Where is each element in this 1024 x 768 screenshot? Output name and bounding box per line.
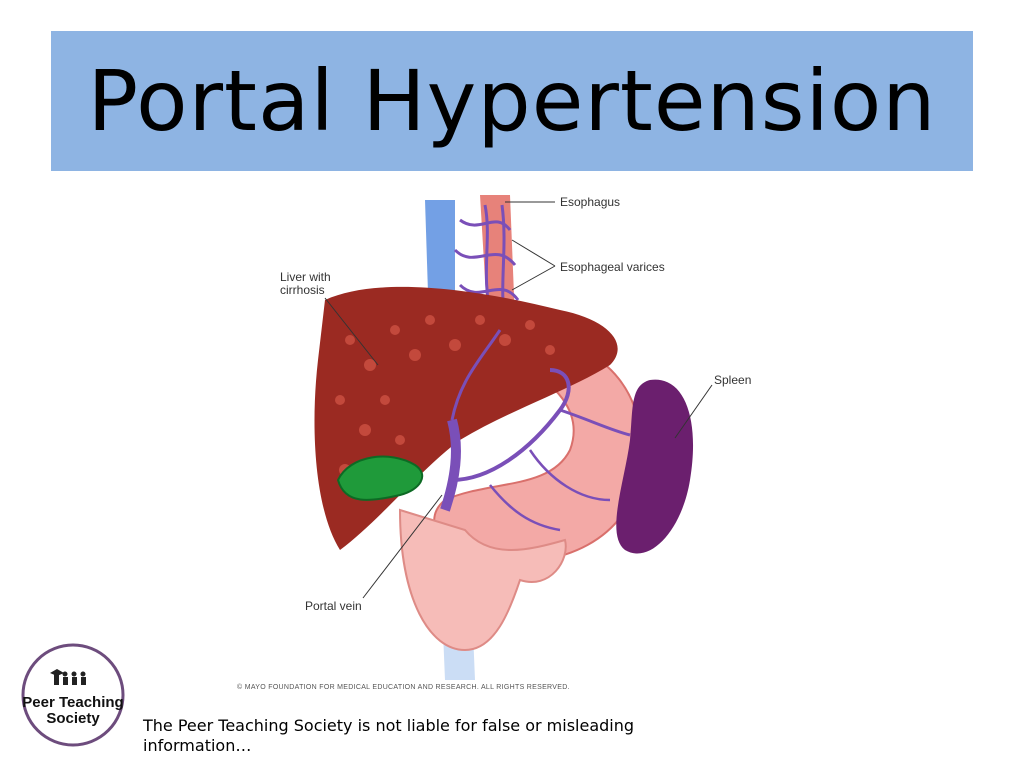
logo-text-line1: Peer Teaching	[22, 694, 123, 711]
label-liver-line2: cirrhosis	[280, 283, 325, 297]
label-spleen: Spleen	[714, 373, 751, 387]
spleen-organ	[616, 379, 694, 554]
disclaimer-text: The Peer Teaching Society is not liable …	[143, 716, 635, 755]
leader-lines	[324, 201, 713, 599]
label-liver-line1: Liver with	[280, 270, 331, 284]
logo-text-line2: Society	[46, 710, 100, 727]
label-esophagus: Esophagus	[560, 195, 620, 209]
portal-hypertension-diagram: Esophagus Esophageal varices Liver with …	[237, 195, 751, 691]
copyright-notice: © MAYO FOUNDATION FOR MEDICAL EDUCATION …	[237, 683, 570, 691]
intestine	[398, 508, 567, 652]
liver-nodules	[335, 315, 555, 476]
peer-teaching-society-logo: Peer Teaching Society	[21, 643, 125, 747]
gallbladder	[336, 455, 424, 501]
slide-title: Portal Hypertension	[87, 52, 937, 150]
label-portal-vein: Portal vein	[305, 599, 362, 613]
label-esophageal-varices: Esophageal varices	[560, 260, 665, 274]
anatomy-illustration: Esophagus Esophageal varices Liver with …	[230, 180, 790, 700]
title-bar: Portal Hypertension	[51, 31, 973, 171]
people-icon	[50, 669, 86, 685]
portal-vein-system	[440, 329, 631, 532]
